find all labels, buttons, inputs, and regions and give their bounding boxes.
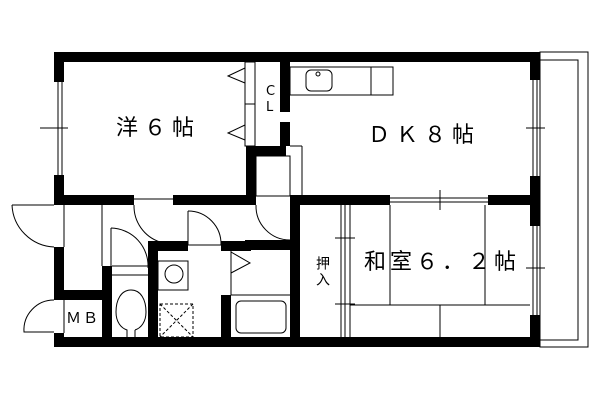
room-label-japanese: 和室６．２帖 xyxy=(364,250,521,275)
thin-lines xyxy=(11,51,589,348)
walls xyxy=(54,52,540,347)
room-label-western: 洋６帖 xyxy=(116,116,201,141)
closet-label-l: L xyxy=(266,100,274,115)
meter-box-label: ＭＢ xyxy=(66,309,101,327)
room-label-dining-kitchen: ＤＫ８帖 xyxy=(368,123,481,148)
oshiire-label: 押入 xyxy=(314,256,330,288)
closet-label-c: C xyxy=(266,84,276,99)
